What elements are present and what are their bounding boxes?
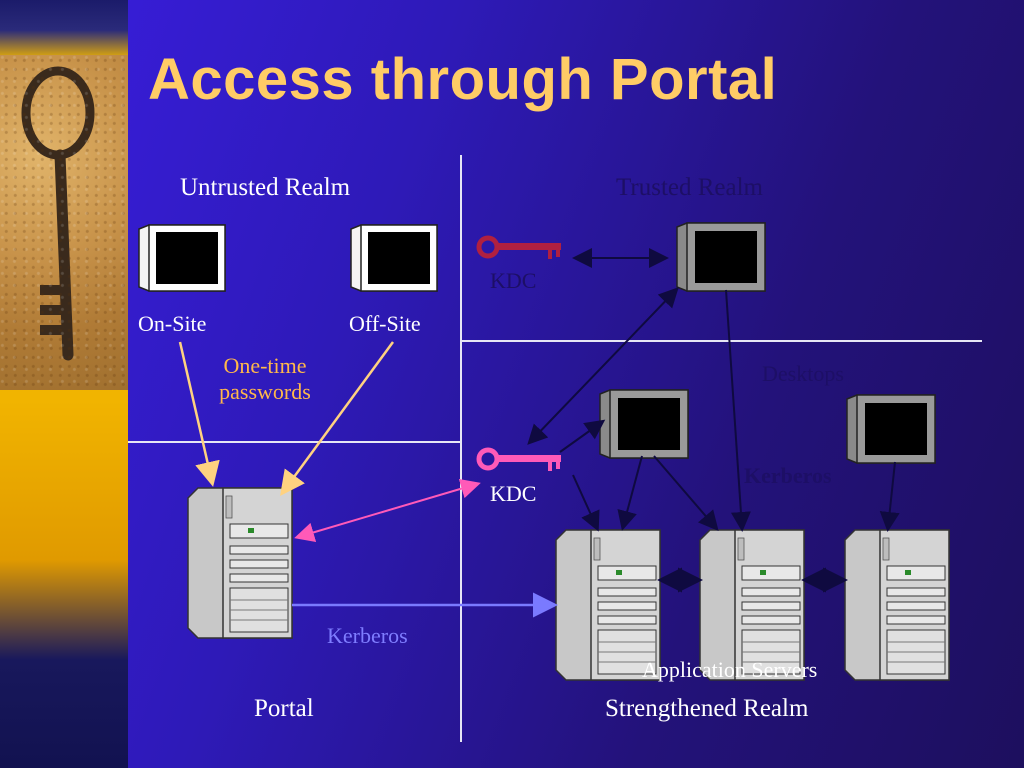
- strengthened-realm-label: Strengthened Realm: [605, 695, 809, 722]
- one-time-text: One-time: [223, 353, 307, 378]
- trust-link-arrow: [527, 287, 679, 445]
- desktop-to-server-arrow: [725, 289, 751, 532]
- passwords-text: passwords: [219, 379, 311, 404]
- application-servers-label: Application Servers: [642, 657, 818, 682]
- on-site-label: On-Site: [138, 311, 207, 336]
- antique-key-image: [0, 55, 128, 390]
- slide-title: Access through Portal: [148, 47, 778, 112]
- portal-kdc-link: [294, 478, 481, 543]
- desktop-to-server-arrow: [879, 461, 900, 532]
- kerberos-portal-label: Kerberos: [327, 623, 408, 648]
- key-icon: [21, 66, 95, 361]
- desktop-to-server-arrow: [617, 455, 643, 531]
- application-server-icon: [844, 529, 950, 681]
- on-site-monitor-icon: [138, 224, 226, 292]
- portal-label: Portal: [254, 695, 314, 722]
- off-site-monitor-icon: [350, 224, 438, 292]
- sand-texture: [0, 55, 128, 390]
- kdc-to-server-arrow: [572, 474, 600, 532]
- off-site-label: Off-Site: [349, 311, 421, 336]
- kdc-trusted-label: KDC: [490, 268, 537, 293]
- kdc-to-desktop-arrow: [559, 419, 606, 453]
- trusted-realm-label: Trusted Realm: [616, 174, 763, 201]
- on-site-arrow: [178, 341, 220, 487]
- kdc-strengthened-key-icon: [476, 447, 561, 471]
- kdc-trusted-key-icon: [476, 235, 561, 259]
- kerberos-trusted-label: Kerberos: [744, 463, 832, 488]
- desktop-monitor-icon: [599, 389, 689, 459]
- kdc-strengthened-label: KDC: [490, 481, 537, 506]
- off-site-arrow: [280, 341, 395, 497]
- one-time-passwords-label: One-time passwords: [206, 353, 324, 405]
- desktops-label: Desktops: [762, 361, 844, 386]
- desktop-monitor-icon: [846, 394, 936, 464]
- portal-server-icon: [187, 487, 293, 639]
- desktop-to-server-arrow: [653, 455, 719, 532]
- untrusted-realm-label: Untrusted Realm: [180, 174, 351, 201]
- trusted-desktop-monitor-icon: [676, 222, 766, 292]
